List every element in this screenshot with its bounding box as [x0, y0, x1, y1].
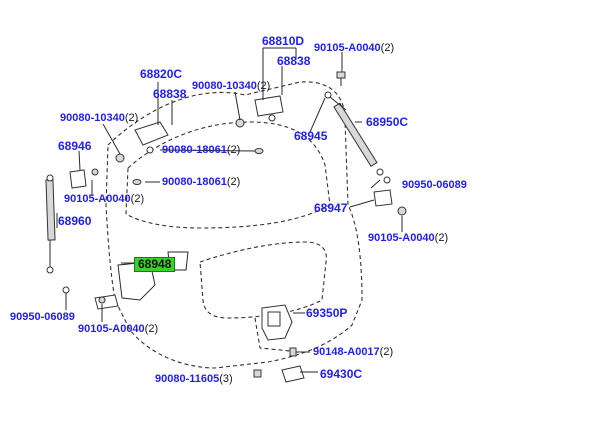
callout-68947[interactable]: 68947 — [314, 201, 348, 215]
callout-90105-a0040-left[interactable]: 90105-A0040(2) — [64, 193, 145, 205]
callout-90080-10340-left[interactable]: 90080-10340(2) — [60, 112, 139, 124]
callout-68960[interactable]: 68960 — [58, 214, 92, 228]
strut-bracket-left — [69, 168, 99, 189]
callout-90950-06089-right[interactable]: 90950-06089 — [402, 179, 467, 191]
callout-90105-a0040-bottom[interactable]: 90105-A0040(2) — [78, 323, 159, 335]
callout-68950c[interactable]: 68950C — [366, 115, 409, 129]
gas-strut-left — [45, 174, 56, 274]
callout-90105-a0040-right[interactable]: 90105-A0040(2) — [368, 232, 449, 244]
callout-69430c[interactable]: 69430C — [320, 367, 363, 381]
callout-90080-18061-lower[interactable]: 90080-18061(2) — [162, 176, 241, 188]
hinge-left — [115, 121, 169, 163]
callout-90080-10340-center[interactable]: 90080-10340(2) — [192, 80, 271, 92]
callout-69350p[interactable]: 69350P — [306, 306, 348, 320]
back-door-outline — [105, 81, 363, 369]
leader-lines — [56, 47, 403, 373]
callout-68946[interactable]: 68946 — [58, 139, 92, 153]
hinge-right — [235, 95, 284, 128]
lock-assembly — [261, 304, 293, 341]
callout-68838-left[interactable]: 68838 — [153, 87, 187, 101]
callout-90105-a0040-top[interactable]: 90105-A0040(2) — [314, 42, 395, 54]
callout-90950-06089-left[interactable]: 90950-06089 — [10, 311, 75, 323]
callout-68820c[interactable]: 68820C — [140, 67, 183, 81]
gas-strut-right — [324, 91, 384, 176]
callout-68948-highlighted[interactable]: 68948 — [134, 257, 176, 272]
lower-left-bracket — [62, 286, 119, 310]
callout-90080-11605[interactable]: 90080-11605(3) — [155, 373, 233, 385]
bolt-top — [336, 71, 346, 86]
striker — [253, 347, 305, 383]
callout-90148-a0017[interactable]: 90148-A0017(2) — [313, 346, 394, 358]
strut-bracket-right — [373, 176, 407, 216]
callout-68945[interactable]: 68945 — [294, 129, 328, 143]
callout-68810d[interactable]: 68810D — [262, 34, 305, 48]
callout-68838-right[interactable]: 68838 — [277, 54, 311, 68]
callout-90080-18061-upper[interactable]: 90080-18061(2) — [162, 144, 241, 156]
